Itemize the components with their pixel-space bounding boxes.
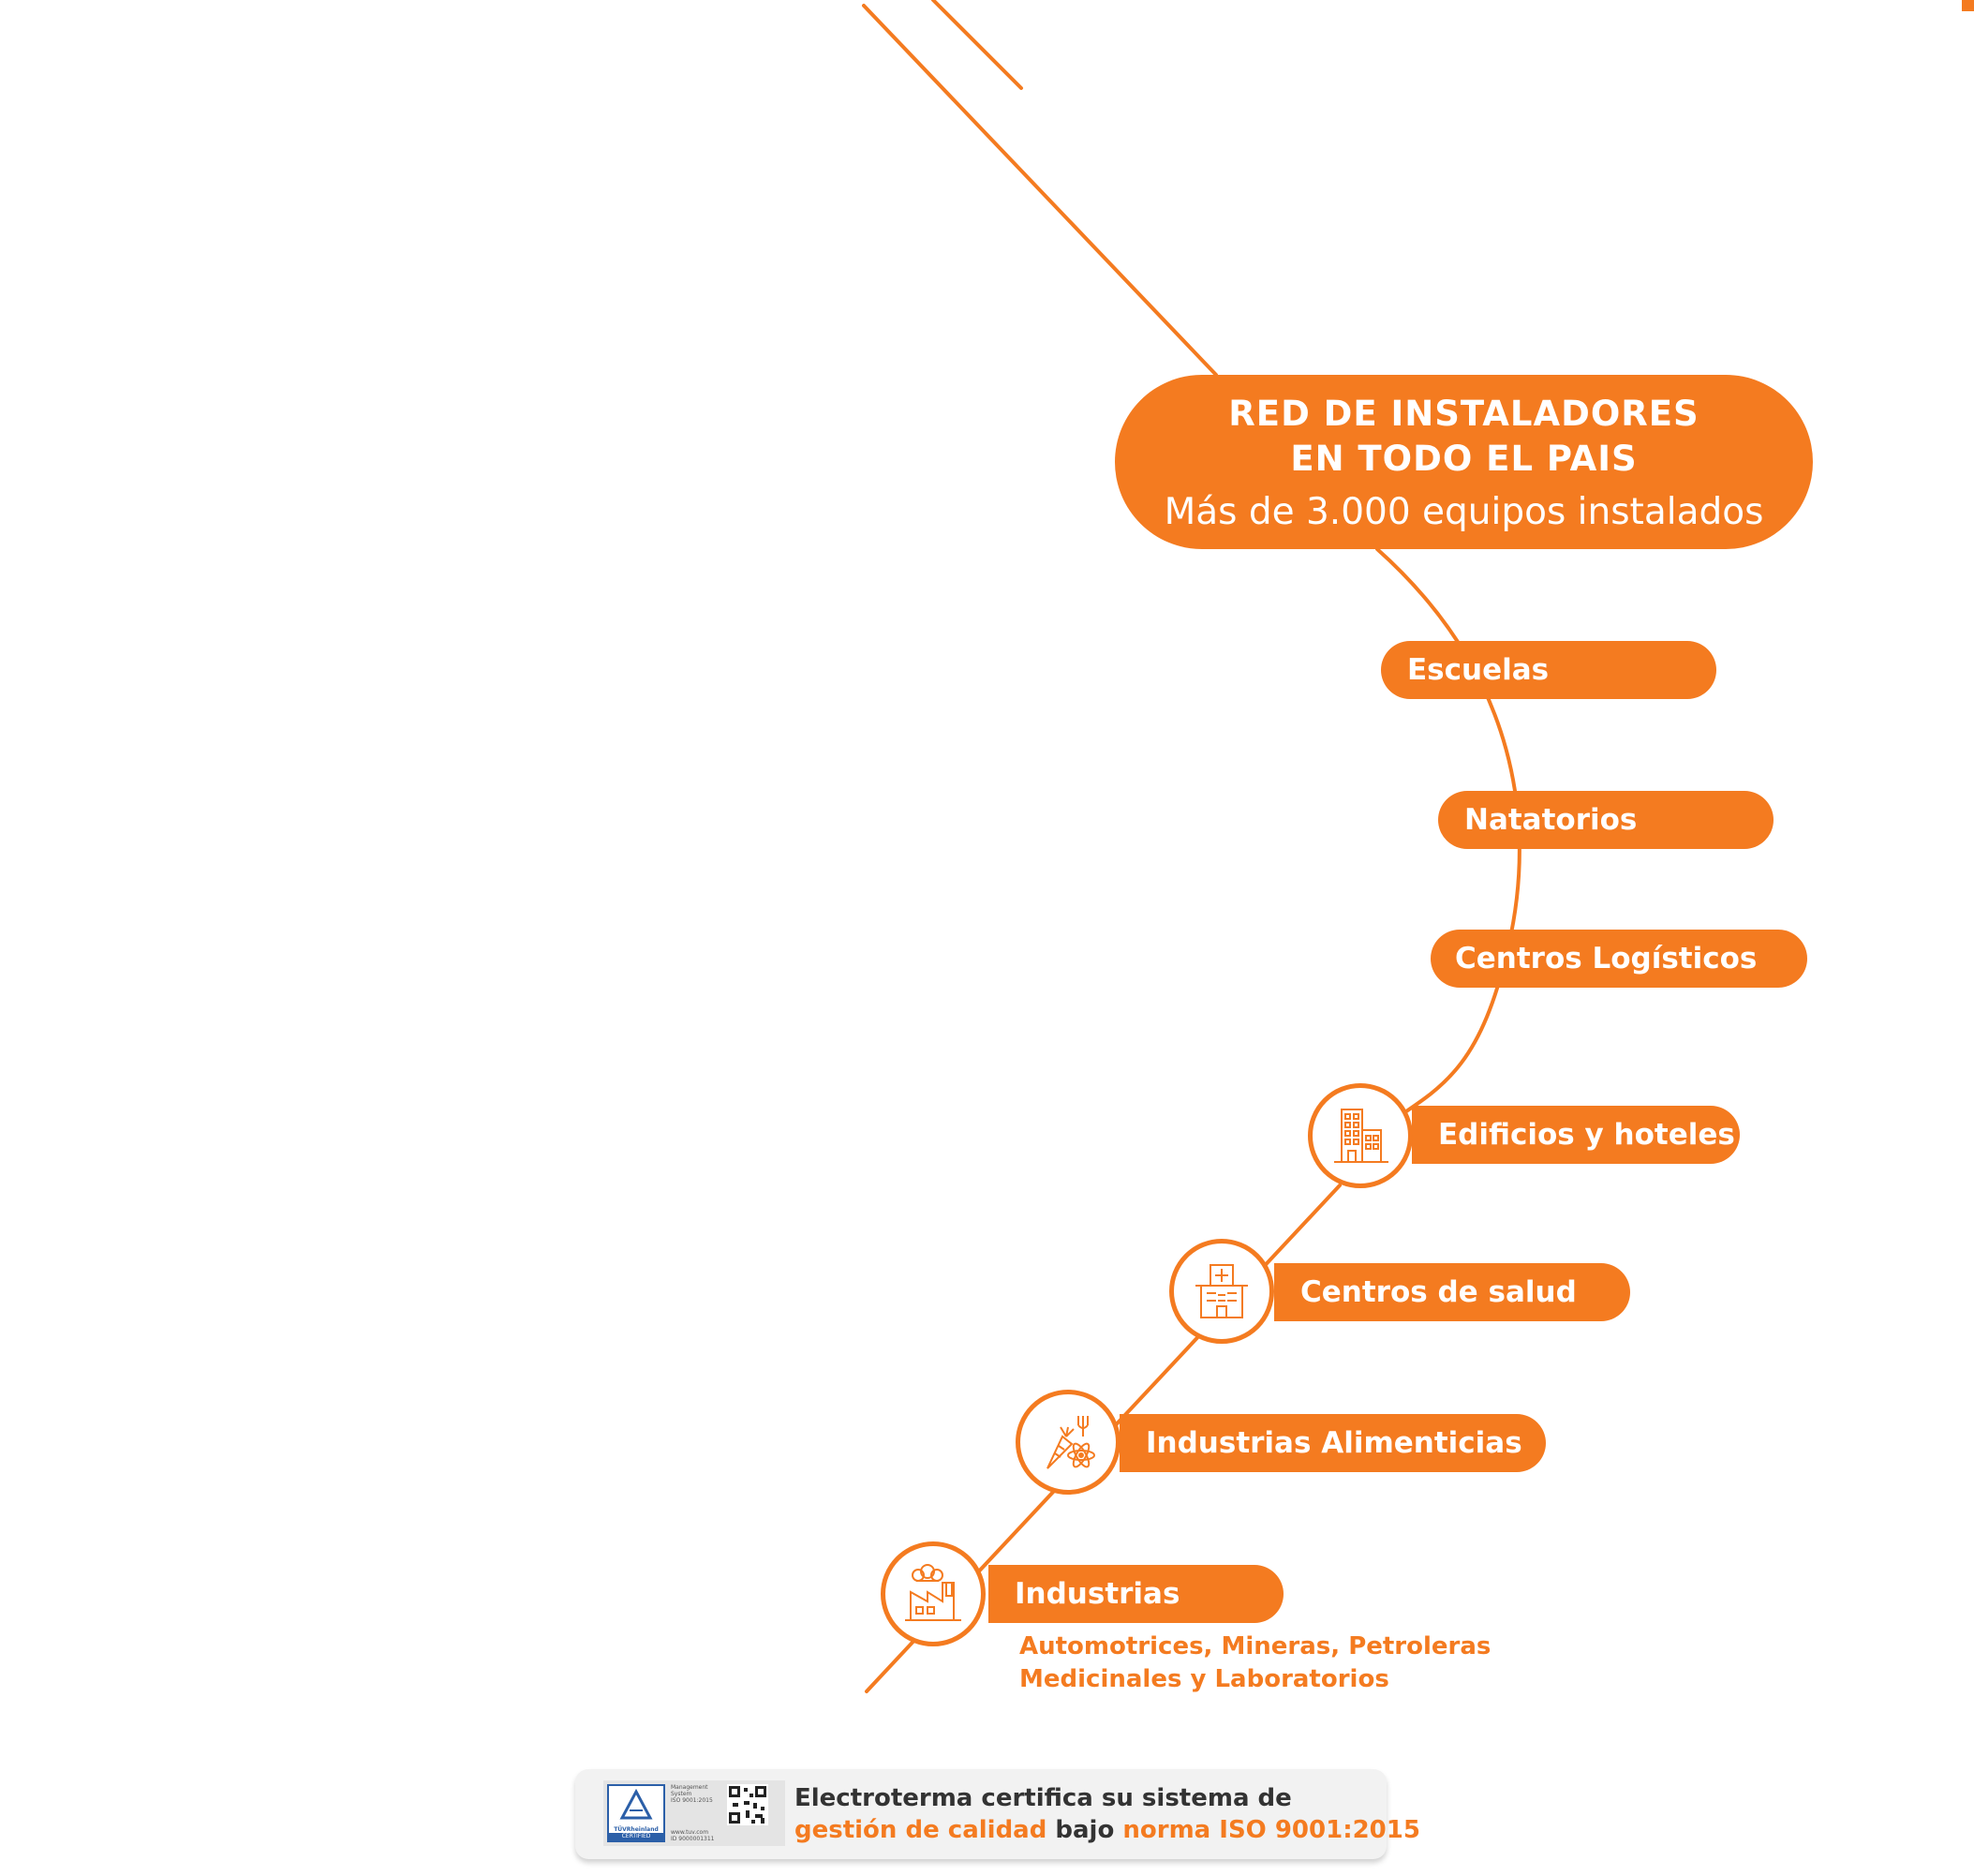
- building-icon: [1334, 1109, 1388, 1163]
- industries-detail: Automotrices, Mineras, Petroleras Medici…: [1019, 1630, 1491, 1696]
- certification-line1: Electroterma certifica su sistema de: [794, 1784, 1292, 1812]
- hospital-icon: [1195, 1264, 1248, 1318]
- badge-system: System: [671, 1791, 692, 1797]
- badge-iso: ISO 9001:2015: [671, 1797, 713, 1804]
- badge-management: Management: [671, 1784, 708, 1791]
- network-header-pill: RED DE INSTALADORES EN TODO EL PAIS Más …: [1115, 375, 1813, 549]
- certification-line2: gestión de calidad bajo norma ISO 9001:2…: [794, 1814, 1420, 1846]
- cert-iso-norm: norma ISO 9001:2015: [1122, 1816, 1420, 1844]
- tuv-certified: CERTIFIED: [609, 1833, 663, 1840]
- network-title-line2: EN TODO EL PAIS: [1290, 439, 1638, 479]
- network-title: RED DE INSTALADORES EN TODO EL PAIS: [1115, 392, 1813, 482]
- certification-banner: TÜVRheinland CERTIFIED Management System…: [575, 1769, 1420, 1859]
- cert-under: bajo: [1046, 1816, 1123, 1844]
- sector-pill-industrias: Industrias: [988, 1565, 1284, 1623]
- sector-pill-natatorios: Natatorios: [1438, 791, 1774, 849]
- decor-line-short: [931, 0, 1023, 90]
- badge-url: www.tuv.com: [671, 1829, 709, 1836]
- sector-pill-salud: Centros de salud: [1274, 1263, 1630, 1321]
- certification-text: Electroterma certifica su sistema de ges…: [794, 1782, 1420, 1846]
- sector-pill-edificios: Edificios y hoteles: [1412, 1106, 1740, 1164]
- hospital-icon-circle: [1169, 1239, 1274, 1344]
- corner-accent: [1962, 0, 1974, 11]
- qr-code-icon: [727, 1784, 768, 1825]
- factory-icon-circle: [881, 1541, 986, 1646]
- cert-quality-management: gestión de calidad: [794, 1816, 1047, 1844]
- factory-icon: [905, 1564, 961, 1621]
- network-title-line1: RED DE INSTALADORES: [1228, 394, 1699, 434]
- decor-line-long: [862, 4, 1218, 377]
- sector-pill-centros-logisticos: Centros Logísticos: [1431, 930, 1807, 988]
- badge-id: ID 9000001311: [671, 1836, 715, 1842]
- building-icon-circle: [1308, 1083, 1413, 1188]
- food-industry-icon: [1046, 1416, 1095, 1469]
- tuv-brand: TÜVRheinland: [614, 1826, 659, 1833]
- tuv-triangle-icon: [619, 1788, 653, 1820]
- sector-pill-industrias-alimenticias: Industrias Alimenticias: [1120, 1414, 1546, 1472]
- tuv-badge: TÜVRheinland CERTIFIED Management System…: [603, 1780, 785, 1846]
- industries-detail-line1: Automotrices, Mineras, Petroleras: [1019, 1632, 1492, 1660]
- sector-pill-escuelas: Escuelas: [1381, 641, 1716, 699]
- network-subtitle: Más de 3.000 equipos instalados: [1164, 491, 1764, 533]
- tuv-logo: TÜVRheinland CERTIFIED: [607, 1784, 665, 1842]
- food-industry-icon-circle: [1016, 1390, 1121, 1495]
- industries-detail-line2: Medicinales y Laboratorios: [1019, 1665, 1389, 1693]
